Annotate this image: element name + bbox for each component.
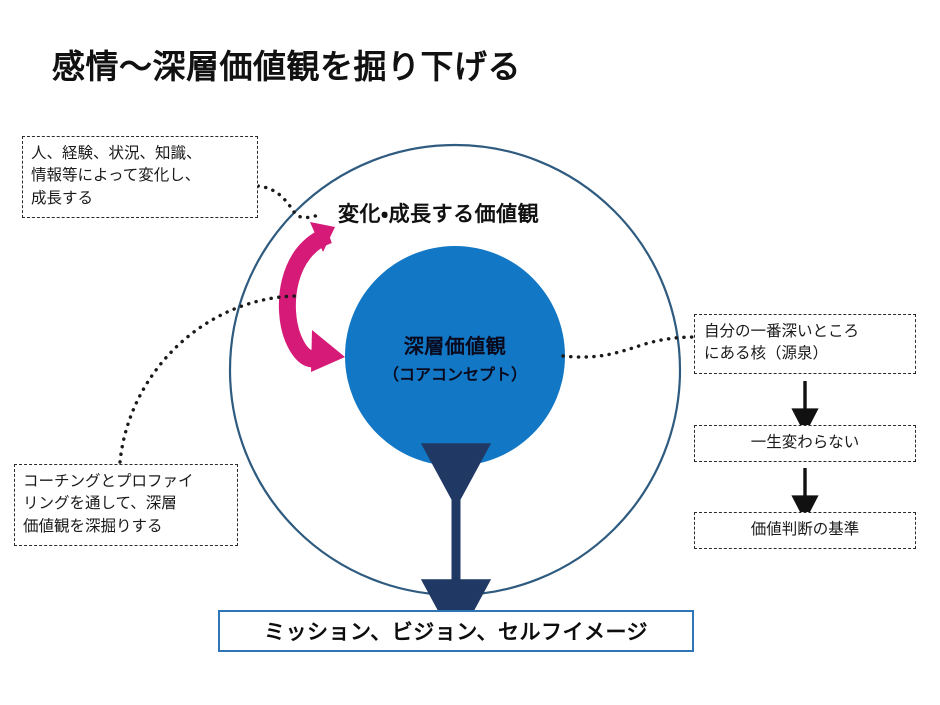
note-change-line-3: 成長する (31, 189, 94, 207)
note-coaching-line-2: リングを通して、深層 (23, 495, 177, 513)
note-box-coaching-profiling: コーチングとプロファイ リングを通して、深層 価値観を深掘りする (14, 464, 238, 547)
right-core-line-2: にある核（源泉） (704, 345, 829, 363)
note-box-change-factors: 人、経験、状況、知識、 情報等によって変化し、 成長する (22, 136, 258, 219)
note-change-line-1: 人、経験、状況、知識、 (31, 145, 202, 162)
leader-line-change (256, 184, 324, 220)
right-lifelong-line-1: 一生変わらない (750, 434, 860, 451)
note-coaching-line-1: コーチングとプロファイ (23, 473, 194, 490)
right-box-judgment-standard: 価値判断の基準 (694, 512, 916, 550)
outer-circle-label: 変化・成長する価値観 (338, 203, 540, 226)
inner-core-circle (345, 246, 565, 466)
right-box-core-source: 自分の一番深いところ にある核（源泉） (694, 314, 916, 374)
mission-vision-selfimage-box: ミッション、ビジョン、セルフイメージ (218, 610, 694, 652)
note-coaching-line-3: 価値観を深掘りする (23, 517, 163, 535)
leader-line-core (561, 335, 696, 359)
right-box-lifelong: 一生変わらない (694, 425, 916, 463)
note-change-line-2: 情報等によって変化し、 (31, 167, 201, 185)
right-standard-line-1: 価値判断の基準 (750, 521, 860, 538)
growth-curved-arrow-icon (278, 222, 345, 372)
right-core-line-1: 自分の一番深いところ (704, 323, 860, 340)
page-title: 感情〜深層価値観を掘り下げる (52, 48, 521, 85)
bottom-bar-label: ミッション、ビジョン、セルフイメージ (263, 621, 649, 644)
